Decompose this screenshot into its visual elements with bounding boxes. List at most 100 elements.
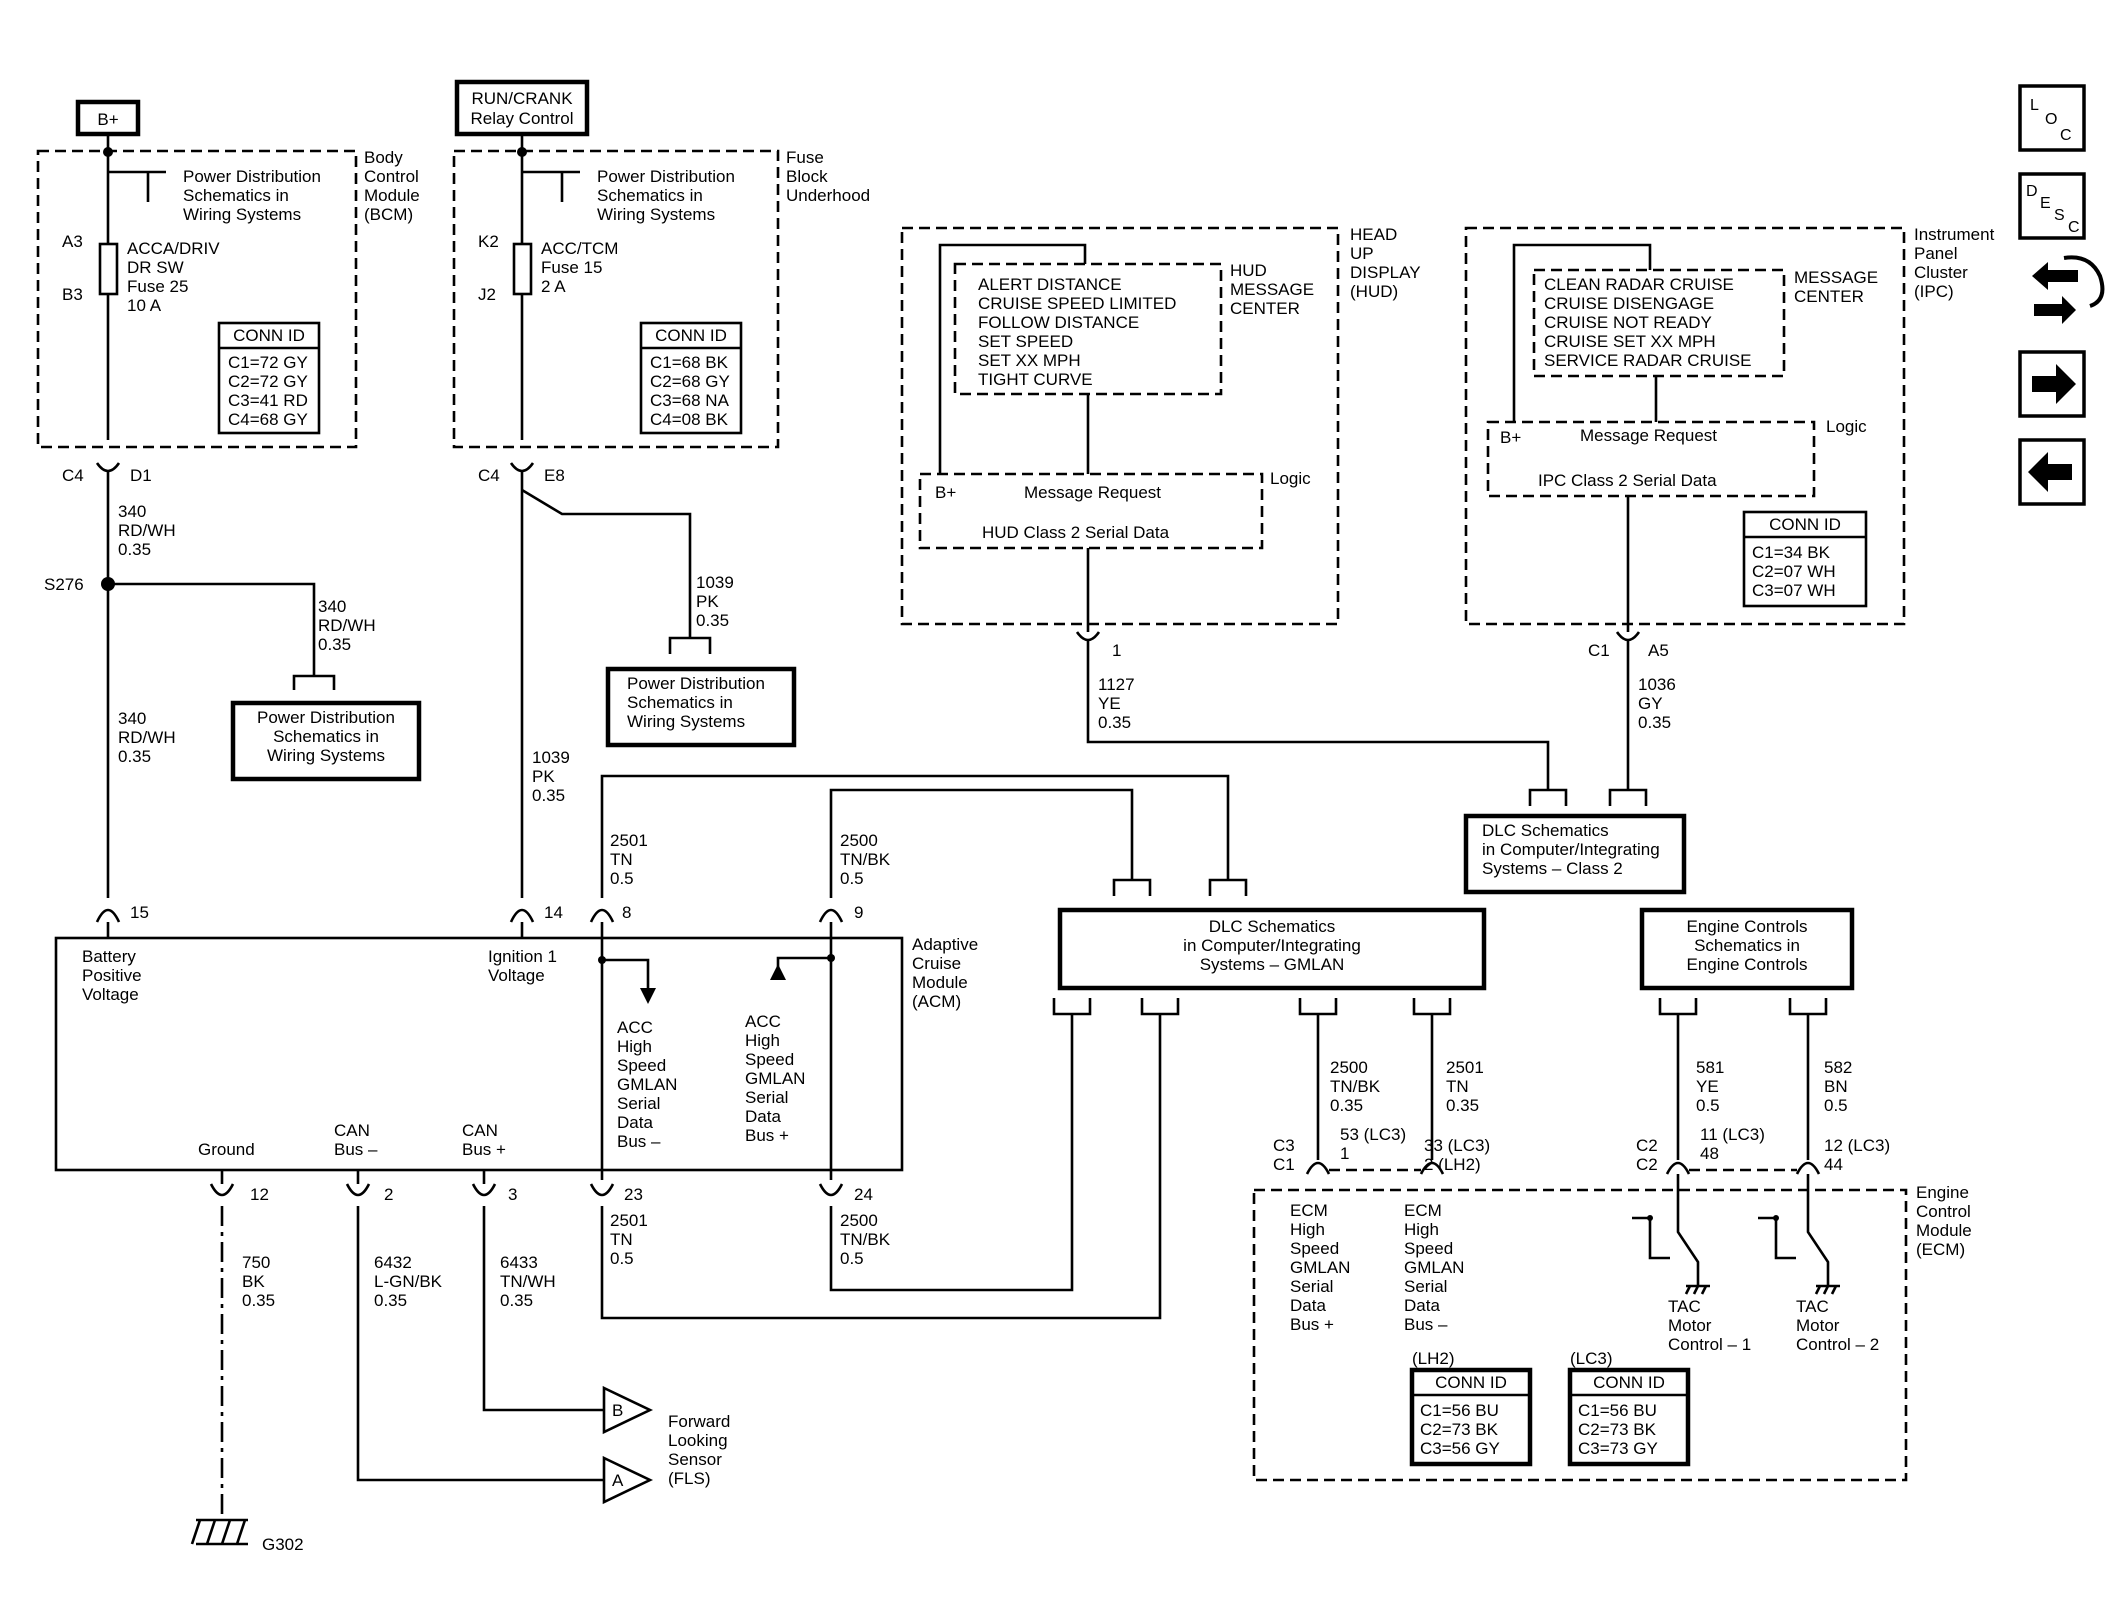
- ecm-conn-id-lh2-table: CONN ID C1=56 BU C2=73 BK C3=56 GY: [1409, 1367, 1533, 1467]
- wire-2501-label-bottom: 2501 TN 0.5: [610, 1211, 648, 1268]
- ground-g302-symbol: [190, 1518, 248, 1546]
- wire-582-label: 582 BN 0.5: [1824, 1058, 1852, 1115]
- acm-pin-23: 23: [624, 1185, 643, 1204]
- engine-controls-text: Engine Controls Schematics in Engine Con…: [1687, 917, 1808, 974]
- svg-text:CRUISE NOT READY: CRUISE NOT READY: [1544, 313, 1712, 332]
- hud-pin-1-connector: [1075, 631, 1101, 642]
- svg-text:Wiring Systems: Wiring Systems: [627, 712, 745, 731]
- hud-message-list: ALERT DISTANCE CRUISE SPEED LIMITED FOLL…: [978, 275, 1176, 389]
- dlc-class2-conn-b: [1608, 788, 1648, 806]
- svg-text:0.35: 0.35: [532, 786, 565, 805]
- run-crank-label: RUN/CRANK: [471, 89, 573, 108]
- hud-pin-1: 1: [1112, 641, 1121, 660]
- ecm-lc3-label: (LC3): [1570, 1349, 1613, 1368]
- connector-wrench-icon[interactable]: [2032, 255, 2105, 324]
- svg-text:RD/WH: RD/WH: [318, 616, 376, 635]
- svg-text:0.35: 0.35: [1330, 1096, 1363, 1115]
- svg-text:Speed: Speed: [617, 1056, 666, 1075]
- svg-text:1127: 1127: [1098, 675, 1135, 694]
- svg-text:Motor: Motor: [1796, 1316, 1840, 1335]
- ipc-logic-box: [1486, 420, 1816, 498]
- wire-2500-label-bottom: 2500 TN/BK 0.5: [840, 1211, 891, 1268]
- fuse-block-splice-dot: [517, 147, 527, 157]
- wire-2500-ecm-label: 2500 TN/BK 0.35: [1330, 1058, 1381, 1115]
- fls-connector-b-icon: [602, 1385, 654, 1435]
- svg-text:ACC/TCM: ACC/TCM: [541, 239, 618, 258]
- svg-text:(ACM): (ACM): [912, 992, 961, 1011]
- wire-2501-bottom: [600, 1014, 1162, 1320]
- svg-text:ACC: ACC: [745, 1012, 781, 1031]
- svg-text:CONN ID: CONN ID: [1593, 1373, 1665, 1392]
- svg-text:ACC: ACC: [617, 1018, 653, 1037]
- svg-text:ECM: ECM: [1290, 1201, 1328, 1220]
- svg-text:Fuse 25: Fuse 25: [127, 277, 188, 296]
- svg-text:11 (LC3): 11 (LC3): [1700, 1125, 1765, 1144]
- svg-text:0.5: 0.5: [840, 869, 864, 888]
- fls-connector-b-label: B: [612, 1401, 623, 1420]
- ipc-conn-c1: C1: [1588, 641, 1610, 660]
- hud-message-request: Message Request: [1024, 483, 1161, 502]
- loc-nav-icon[interactable]: L O C: [2018, 84, 2086, 152]
- forward-arrow-icon[interactable]: [2018, 350, 2086, 418]
- wire-1039-label: 1039 PK 0.35: [532, 748, 570, 805]
- ipc-message-center-label: MESSAGE CENTER: [1794, 268, 1878, 306]
- svg-text:PK: PK: [696, 592, 719, 611]
- dlc-gmlan-conn-f: [1412, 998, 1452, 1016]
- svg-text:L: L: [2030, 97, 2039, 114]
- dlc-gmlan-conn-e: [1298, 998, 1338, 1016]
- back-arrow-icon[interactable]: [2018, 438, 2086, 506]
- svg-text:Control – 1: Control – 1: [1668, 1335, 1751, 1354]
- svg-text:TN/BK: TN/BK: [840, 1230, 891, 1249]
- wire-340-label-branch: 340 RD/WH 0.35: [318, 597, 376, 654]
- svg-text:Cruise: Cruise: [912, 954, 961, 973]
- svg-text:High: High: [1404, 1220, 1439, 1239]
- bplus-label: B+: [97, 110, 118, 129]
- bcm-fuse-25-icon: [98, 242, 119, 296]
- ipc-title: Instrument Panel Cluster (IPC): [1914, 225, 1995, 301]
- bcm-c4-connector: [95, 462, 121, 473]
- svg-text:582: 582: [1824, 1058, 1852, 1077]
- acm-bus-plus-label: ACC High Speed GMLAN Serial Data Bus +: [745, 1012, 805, 1145]
- tac-motor-1-switch-icon: [1632, 1174, 1710, 1295]
- wire-340-label-upper: 340 RD/WH 0.35: [118, 502, 176, 559]
- svg-text:C: C: [2068, 219, 2080, 236]
- svg-text:C4=08 BK: C4=08 BK: [650, 410, 729, 429]
- desc-nav-icon[interactable]: D E S C: [2018, 172, 2086, 240]
- hud-logic-label: Logic: [1270, 469, 1311, 488]
- svg-text:(FLS): (FLS): [668, 1469, 711, 1488]
- svg-text:CONN ID: CONN ID: [1435, 1373, 1507, 1392]
- svg-text:CRUISE SPEED LIMITED: CRUISE SPEED LIMITED: [978, 294, 1176, 313]
- bcm-pin-b3: B3: [62, 285, 83, 304]
- svg-text:Sensor: Sensor: [668, 1450, 722, 1469]
- fls-connector-a-label: A: [612, 1471, 624, 1490]
- svg-text:SET SPEED: SET SPEED: [978, 332, 1073, 351]
- splice-s276-label: S276: [44, 575, 84, 594]
- svg-text:340: 340: [318, 597, 346, 616]
- fuse-block-title: Fuse Block Underhood: [786, 148, 870, 205]
- svg-text:C4=68 GY: C4=68 GY: [228, 410, 308, 429]
- svg-text:0.5: 0.5: [1696, 1096, 1720, 1115]
- acm-bus-plus-arrow: [770, 964, 786, 980]
- svg-text:Instrument: Instrument: [1914, 225, 1995, 244]
- wire-1127-hud: [1086, 640, 1550, 790]
- svg-text:Speed: Speed: [1404, 1239, 1453, 1258]
- ecm-bus-plus-label: ECM High Speed GMLAN Serial Data Bus +: [1290, 1201, 1350, 1334]
- svg-text:RD/WH: RD/WH: [118, 728, 176, 747]
- acm-bus-minus-dot: [598, 956, 606, 964]
- svg-text:Schematics in: Schematics in: [627, 693, 733, 712]
- svg-text:C1=56 BU: C1=56 BU: [1578, 1401, 1657, 1420]
- ecm-module-boundary: [1252, 1188, 1908, 1482]
- svg-text:SERVICE RADAR CRUISE: SERVICE RADAR CRUISE: [1544, 351, 1752, 370]
- engine-controls-conn-a: [1658, 998, 1698, 1016]
- fls-label: Forward Looking Sensor (FLS): [668, 1412, 730, 1488]
- acm-pin-8: 8: [622, 903, 631, 922]
- wire-1036-label: 1036 GY 0.35: [1638, 675, 1676, 732]
- svg-text:1039: 1039: [532, 748, 570, 767]
- svg-text:340: 340: [118, 502, 146, 521]
- svg-text:TN/BK: TN/BK: [840, 850, 891, 869]
- acm-can-minus-label: CAN Bus –: [334, 1121, 378, 1159]
- svg-text:TIGHT CURVE: TIGHT CURVE: [978, 370, 1093, 389]
- pds-ref-box-left-text: Power Distribution Schematics in Wiring …: [257, 708, 395, 765]
- svg-text:0.5: 0.5: [840, 1249, 864, 1268]
